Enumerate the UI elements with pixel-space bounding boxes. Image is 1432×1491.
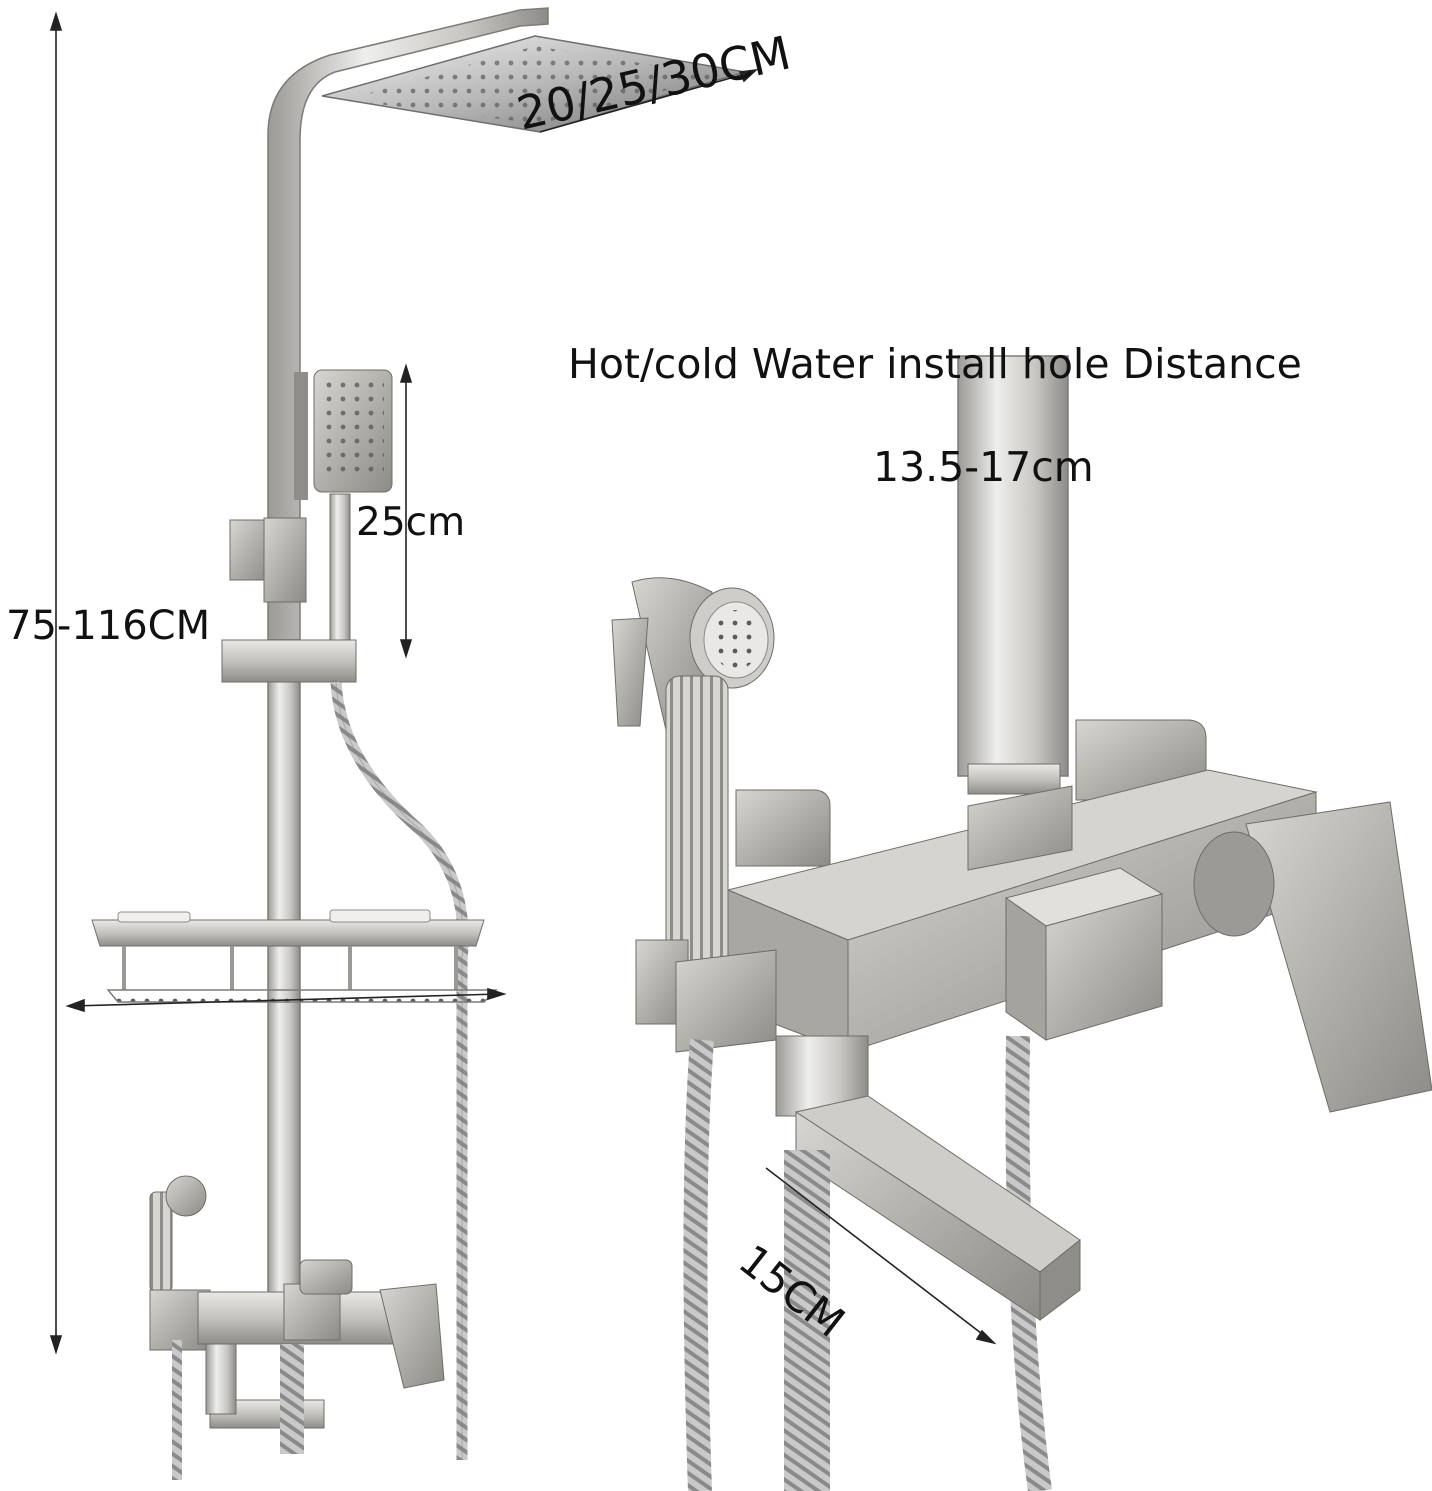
- closeup-riser-pipe: [957, 355, 1069, 777]
- shelf-dish-left: [117, 911, 191, 923]
- storage-shelf: [91, 919, 485, 947]
- wall-bracket: [229, 519, 271, 581]
- shelf-dish-right: [329, 909, 431, 923]
- slide-bracket-lower: [221, 639, 357, 683]
- bidet-sprayer-handle: [665, 675, 729, 969]
- spout-dimension-line: [765, 1167, 991, 1341]
- hand-shower-handle: [329, 493, 351, 645]
- hand-shower-nozzles: [322, 380, 384, 480]
- hand-shower-holder: [294, 372, 308, 500]
- handheld-length-label: 25cm: [356, 500, 466, 545]
- shelf-rails: [122, 946, 458, 990]
- head-dimension-line: [539, 71, 753, 133]
- wall-flange-left: [735, 789, 831, 867]
- rain-head-nozzles: [345, 46, 720, 124]
- hole-distance-value: 13.5-17cm: [873, 443, 1094, 491]
- shower-column-full: [91, 7, 746, 1480]
- mixer-lever-handle: [1245, 801, 1432, 1113]
- riser-pipe: [267, 639, 301, 1301]
- dimension-lines-left: [49, 11, 759, 1355]
- bidet-sprayer: [611, 577, 777, 1053]
- hole-distance-title: Hot/cold Water install hole Distance: [568, 340, 1302, 388]
- mixer-lever-small: [379, 1283, 445, 1389]
- pipe-collar: [967, 785, 1073, 871]
- mixer-closeup: [611, 355, 1432, 1491]
- shelf-dimension-line: [71, 993, 501, 1007]
- slide-bracket-upper: [263, 517, 307, 603]
- total-height-label: 75-116CM: [6, 603, 211, 649]
- bidet-sprayer-small: [149, 1191, 173, 1293]
- dimension-lines-right: [765, 1167, 997, 1345]
- shelf-basket: [106, 989, 498, 1003]
- bidet-hose: [683, 1039, 714, 1491]
